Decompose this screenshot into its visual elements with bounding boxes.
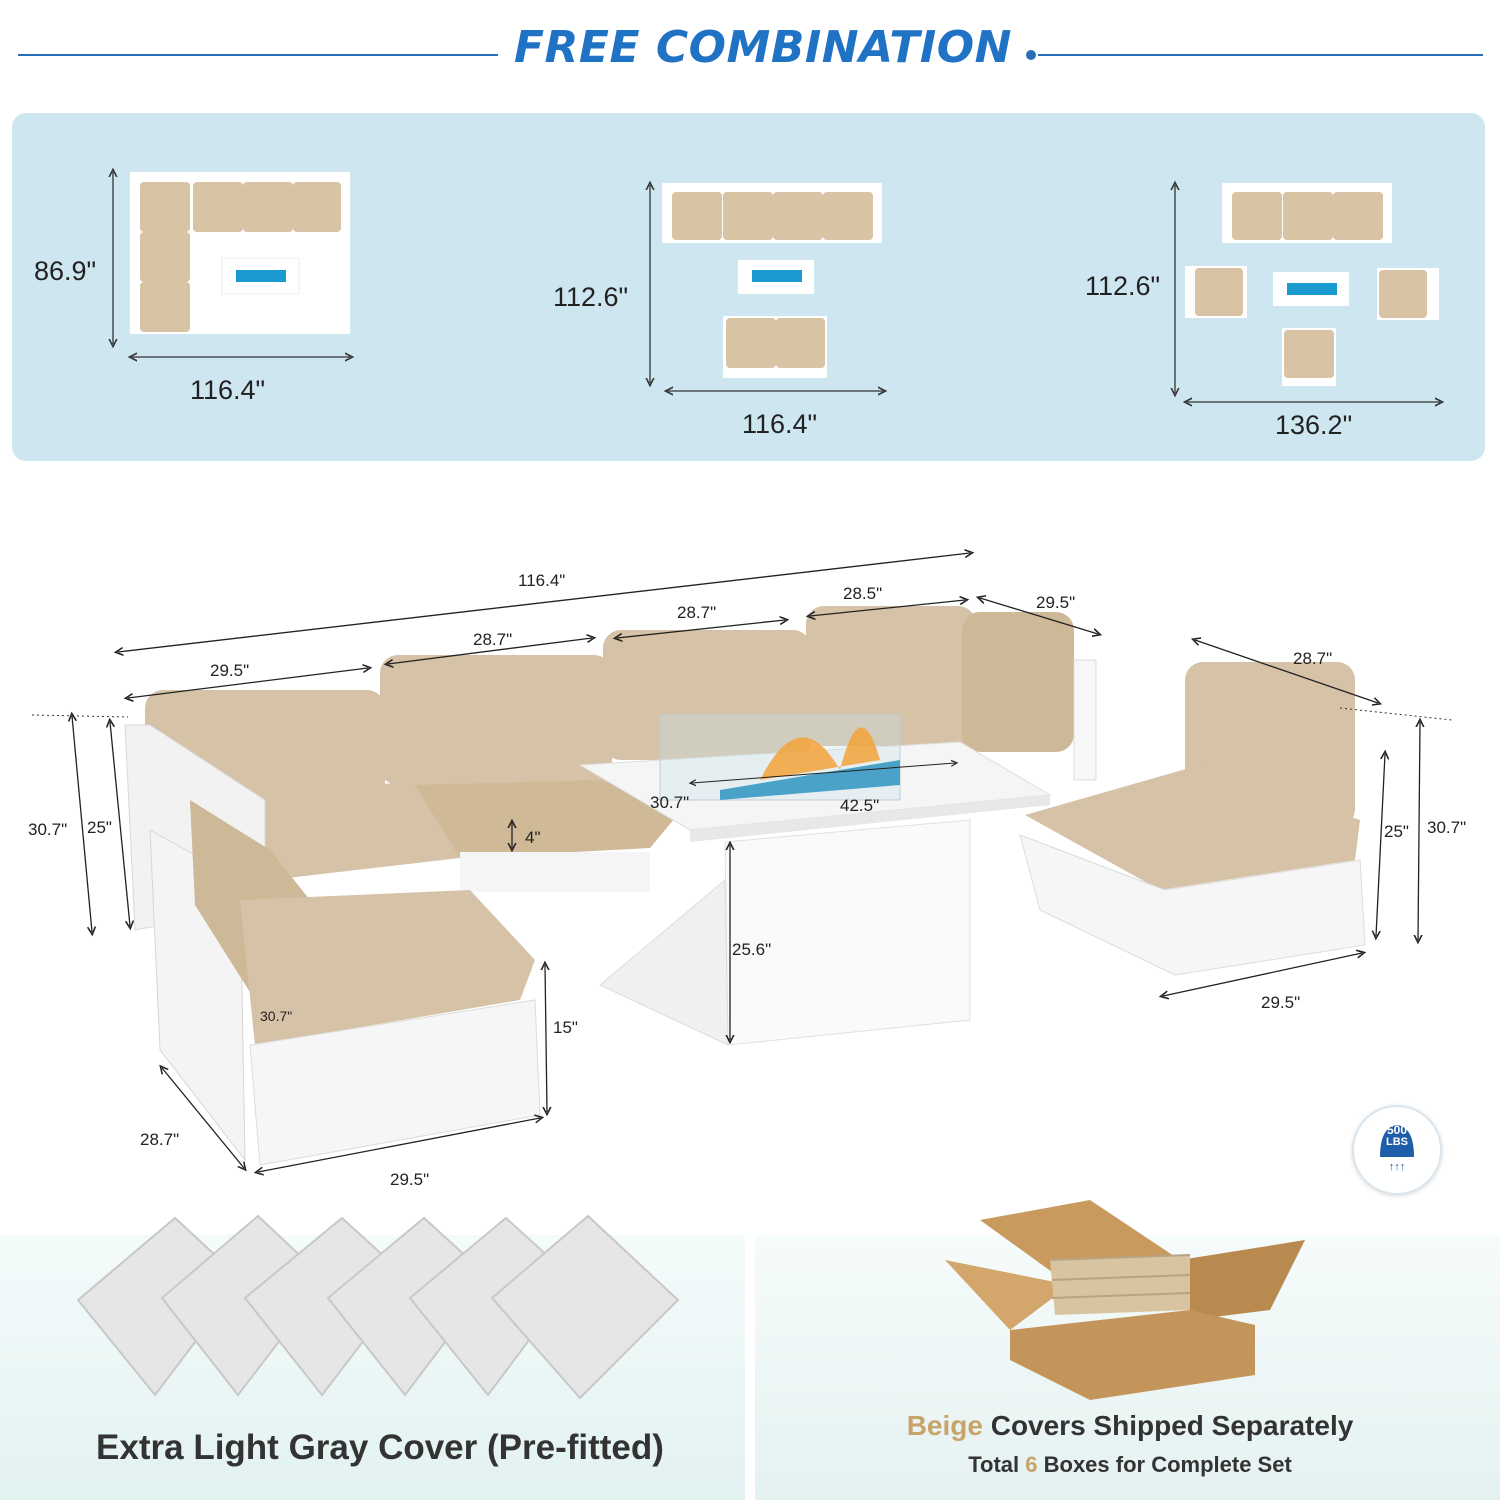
weight-icon: ↑↑↑ — [1380, 1125, 1414, 1173]
combination-layout-1 — [113, 172, 350, 357]
beige-word: Beige — [906, 1410, 983, 1441]
dim-overall-length: 116.4" — [518, 571, 566, 590]
gray-cover-illustration — [76, 1214, 680, 1400]
combination-3-height: 112.6" — [1085, 271, 1161, 301]
cover-6 — [490, 1214, 680, 1400]
dim-arm-height: 25" — [87, 818, 112, 837]
boxes-count: 6 — [1025, 1452, 1038, 1477]
dim-cushion-thickness: 4" — [525, 828, 541, 847]
dim-seat-c-width: 28.5" — [843, 584, 883, 603]
dim-right-chair-depth: 28.7" — [1293, 649, 1333, 668]
combination-1-height: 86.9" — [34, 256, 97, 286]
beige-covers-stack — [1050, 1255, 1190, 1315]
gray-cover-caption: Extra Light Gray Cover (Pre-fitted) — [96, 1428, 664, 1467]
beige-caption-rest: Covers Shipped Separately — [982, 1410, 1354, 1441]
title-rule-right — [1038, 54, 1483, 56]
dim-seat-b-width: 28.7" — [677, 603, 717, 622]
dim-table-height: 25.6" — [732, 940, 772, 959]
combination-layout-2 — [650, 183, 883, 391]
dim-sofa-height: 30.7" — [28, 820, 68, 839]
weight-value: 500 — [1386, 1123, 1408, 1137]
weight-capacity-badge: ↑↑↑ 500 LBS — [1352, 1105, 1442, 1195]
title-dot — [1026, 50, 1036, 60]
combination-2-width: 116.4" — [742, 409, 818, 439]
title-rule-left — [18, 54, 498, 56]
combination-2-height: 112.6" — [553, 282, 629, 312]
dim-table-length: 42.5" — [840, 796, 880, 815]
dim-corner-width: 29.5" — [210, 661, 250, 680]
combination-layout-3 — [1175, 183, 1440, 402]
dim-right-chair-height: 25" — [1384, 822, 1409, 841]
combination-1-width: 116.4" — [190, 375, 266, 405]
dim-table-depth: 30.7" — [650, 793, 690, 812]
shipping-box-illustration — [945, 1200, 1305, 1400]
svg-text:↑↑↑: ↑↑↑ — [1389, 1161, 1406, 1173]
dim-seat-a-width: 28.7" — [473, 630, 513, 649]
fire-table — [578, 714, 1052, 1046]
weight-unit: LBS — [1386, 1136, 1408, 1148]
combination-diagrams — [0, 0, 1500, 470]
dim-right-corner-depth: 29.5" — [1036, 593, 1076, 612]
dim-right-chair-total-height: 30.7" — [1427, 818, 1467, 837]
combination-3-width: 136.2" — [1275, 410, 1353, 440]
boxes-caption: Total 6 Boxes for Complete Set — [760, 1452, 1500, 1478]
dim-left-chair-width: 29.5" — [390, 1170, 430, 1189]
boxes-prefix: Total — [968, 1452, 1026, 1477]
dim-back-width: 30.7" — [260, 1008, 293, 1024]
sofa-back-row — [145, 606, 1097, 892]
beige-covers-caption: Beige Covers Shipped Separately — [760, 1410, 1500, 1442]
dim-left-chair-depth: 28.7" — [140, 1130, 180, 1149]
dim-seat-height: 15" — [553, 1018, 578, 1037]
sectional-illustration — [31, 480, 1453, 1210]
dim-right-chair-width: 29.5" — [1261, 993, 1301, 1012]
page-title: FREE COMBINATION — [513, 22, 1013, 73]
boxes-suffix: Boxes for Complete Set — [1037, 1452, 1292, 1477]
